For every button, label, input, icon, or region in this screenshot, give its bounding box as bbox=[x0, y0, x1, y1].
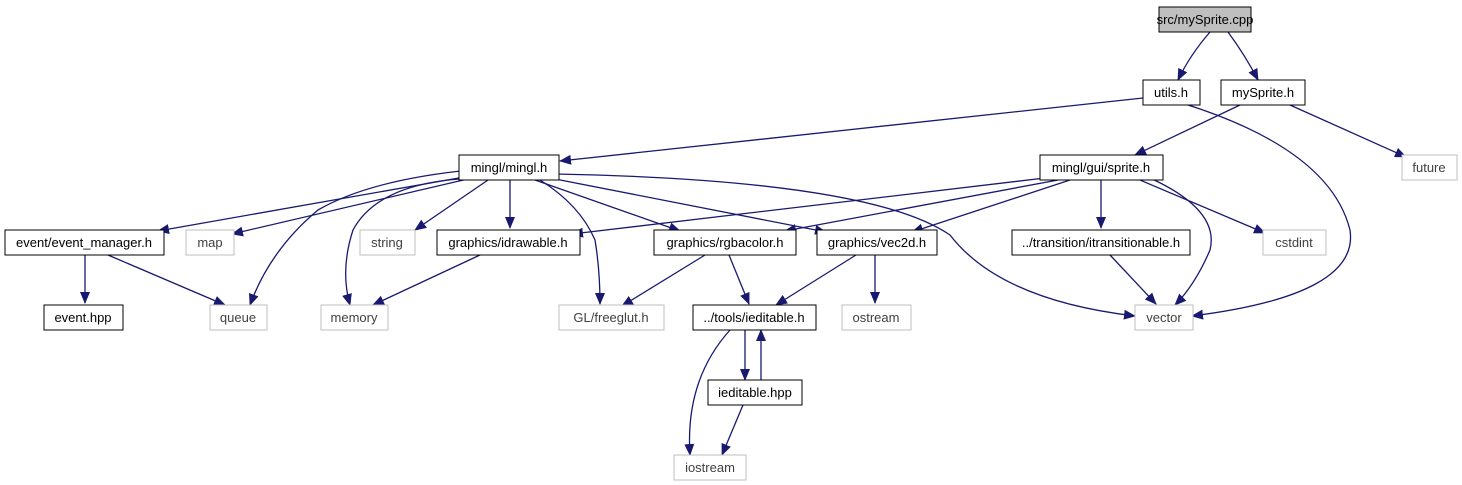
edge-rgbacolor-ieditable-h bbox=[728, 254, 750, 305]
node-label: GL/freeglut.h bbox=[573, 310, 648, 325]
node-label: iostream bbox=[685, 460, 735, 475]
node-iostream[interactable]: iostream bbox=[673, 454, 747, 481]
node-label: mySprite.h bbox=[1232, 85, 1294, 100]
edge-sprite-vec2d bbox=[911, 179, 1071, 234]
edge-ieditable-hpp-iostream bbox=[721, 404, 744, 456]
edge-mingl-queue bbox=[249, 169, 471, 306]
node-label: mingl/gui/sprite.h bbox=[1052, 160, 1150, 175]
edge-mingl-string bbox=[414, 179, 489, 231]
node-event-hpp[interactable]: event.hpp bbox=[43, 304, 124, 331]
edge-mysprite-sprite bbox=[1134, 104, 1241, 156]
edge-mingl-rgbacolor bbox=[534, 179, 681, 233]
node-mingl-mingl-h[interactable]: mingl/mingl.h bbox=[458, 154, 560, 181]
node-graphics-idrawable-h[interactable]: graphics/idrawable.h bbox=[436, 229, 581, 256]
node-label: graphics/rgbacolor.h bbox=[666, 235, 783, 250]
edge-mingl-map bbox=[231, 177, 473, 237]
node-mingl-gui-sprite-h[interactable]: mingl/gui/sprite.h bbox=[1039, 154, 1164, 181]
node-ieditable-hpp[interactable]: ieditable.hpp bbox=[707, 379, 803, 406]
edge-mingl-memory bbox=[342, 177, 481, 306]
edge-rgbacolor-freeglut bbox=[621, 254, 706, 307]
node-src-mysprite-cpp[interactable]: src/mySprite.cpp bbox=[1157, 6, 1254, 33]
node-map[interactable]: map bbox=[185, 229, 235, 256]
edge-sprite-idrawable bbox=[571, 177, 1046, 238]
node-label: ../tools/ieditable.h bbox=[703, 310, 804, 325]
edge-root-mysprite bbox=[1227, 31, 1259, 81]
edge-mysprite-future bbox=[1289, 104, 1407, 158]
node-label: graphics/idrawable.h bbox=[448, 235, 567, 250]
node-label: ieditable.hpp bbox=[718, 385, 792, 400]
node-label: utils.h bbox=[1154, 85, 1188, 100]
node-future[interactable]: future bbox=[1401, 154, 1458, 181]
node-vector[interactable]: vector bbox=[1134, 304, 1194, 331]
edge-utils-mingl bbox=[559, 97, 1144, 165]
node-memory[interactable]: memory bbox=[320, 304, 389, 331]
edge-idrawable-memory bbox=[372, 254, 481, 306]
node-label: vector bbox=[1146, 310, 1182, 325]
node-graphics-vec2d-h[interactable]: graphics/vec2d.h bbox=[816, 229, 938, 256]
edge-mingl-freeglut bbox=[539, 179, 605, 305]
node-label: src/mySprite.cpp bbox=[1157, 12, 1254, 27]
node-gl-freeglut-h[interactable]: GL/freeglut.h bbox=[558, 304, 665, 331]
node-event-event-manager-h[interactable]: event/event_manager.h bbox=[4, 229, 165, 256]
node-label: cstdint bbox=[1275, 235, 1313, 250]
edge-sprite-rgbacolor bbox=[784, 179, 1059, 234]
node-graphics-rgbacolor-h[interactable]: graphics/rgbacolor.h bbox=[653, 229, 797, 256]
edge-sprite-cstdint bbox=[1139, 179, 1266, 234]
node-transition-itransitionable-h[interactable]: ../transition/itransitionable.h bbox=[1011, 229, 1191, 256]
edge-mingl-vec2d bbox=[549, 177, 827, 235]
edge-sprite-vector bbox=[1149, 177, 1212, 306]
node-ostream[interactable]: ostream bbox=[841, 304, 912, 331]
edge-root-utils bbox=[1177, 31, 1211, 81]
node-utils-h[interactable]: utils.h bbox=[1142, 79, 1201, 106]
edge-event-manager-queue bbox=[107, 254, 226, 306]
node-label: ../transition/itransitionable.h bbox=[1022, 235, 1180, 250]
edge-vec2d-ieditable-h bbox=[775, 254, 857, 306]
node-label: map bbox=[197, 235, 222, 250]
node-string[interactable]: string bbox=[359, 229, 416, 256]
edge-ieditable-h-iostream bbox=[684, 329, 731, 456]
node-label: ostream bbox=[853, 310, 900, 325]
node-queue[interactable]: queue bbox=[209, 304, 268, 331]
node-label: string bbox=[371, 235, 403, 250]
node-label: event/event_manager.h bbox=[16, 235, 152, 250]
node-mysprite-h[interactable]: mySprite.h bbox=[1220, 79, 1306, 106]
node-label: memory bbox=[331, 310, 378, 325]
node-label: future bbox=[1412, 160, 1445, 175]
node-label: graphics/vec2d.h bbox=[828, 235, 926, 250]
node-cstdint[interactable]: cstdint bbox=[1262, 229, 1327, 256]
node-label: queue bbox=[220, 310, 256, 325]
node-tools-ieditable-h[interactable]: ../tools/ieditable.h bbox=[692, 304, 817, 331]
node-label: mingl/mingl.h bbox=[471, 160, 548, 175]
edge-utils-vector bbox=[1184, 103, 1352, 320]
edge-itransitionable-vector bbox=[1109, 254, 1157, 305]
node-label: event.hpp bbox=[54, 310, 111, 325]
